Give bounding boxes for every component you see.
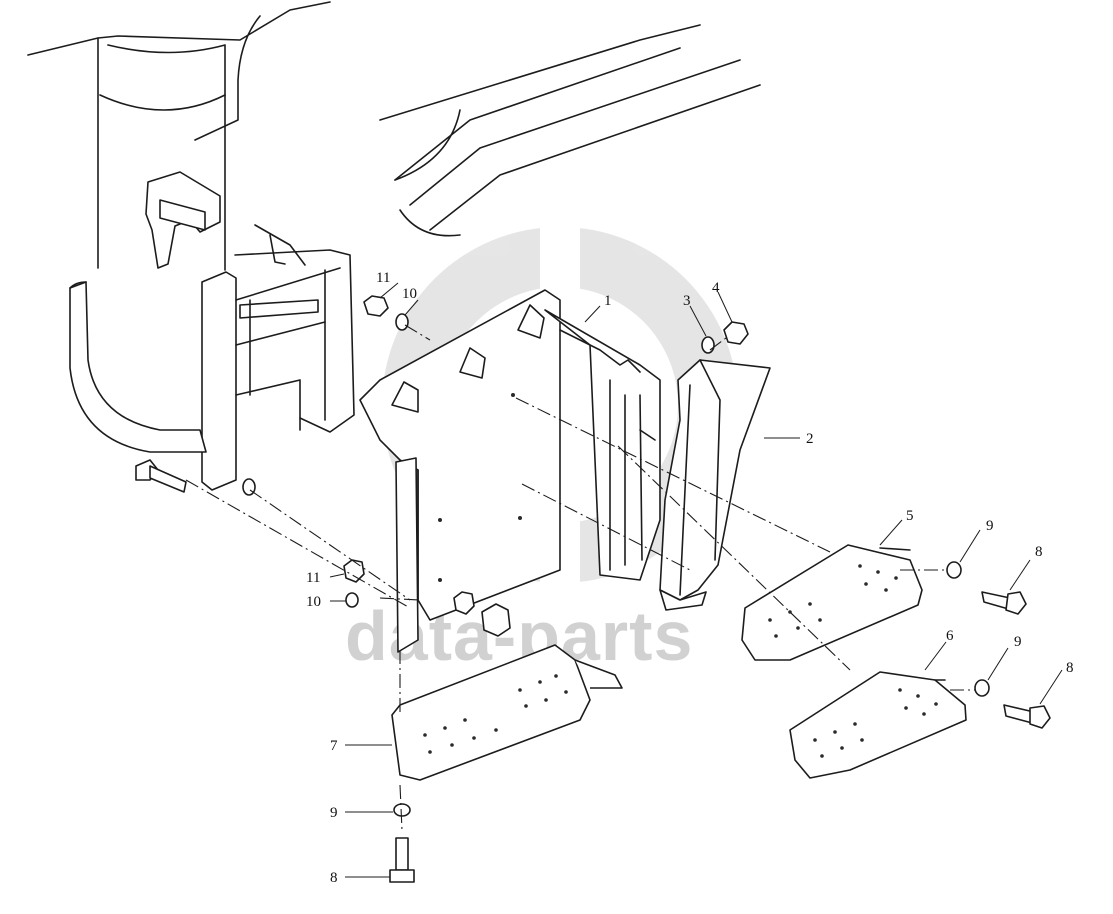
callout-10: 10 (402, 286, 417, 302)
callout-11: 11 (376, 270, 390, 286)
step-bracket-1 (359, 289, 661, 621)
hardware (343, 295, 1051, 883)
tread-pattern (423, 564, 938, 758)
center-lines (185, 324, 976, 831)
step-plate-7 (391, 644, 623, 781)
callout-9: 9 (330, 805, 338, 821)
callout-8: 8 (1066, 660, 1074, 676)
callout-7: 7 (330, 738, 338, 754)
callout-8: 8 (330, 870, 338, 886)
callout-9: 9 (1014, 634, 1022, 650)
mounting-bracket (145, 171, 355, 491)
callout-6: 6 (946, 628, 954, 644)
callout-3: 3 (683, 293, 691, 309)
step-plate-6 (789, 671, 967, 779)
callout-9: 9 (986, 518, 994, 534)
callout-4: 4 (712, 280, 720, 296)
callout-2: 2 (806, 431, 814, 447)
callout-labels: 11 10 1 3 4 2 5 9 8 6 9 8 11 10 7 9 8 (306, 270, 1074, 886)
vertical-post (395, 457, 419, 653)
step-plate-5 (741, 544, 923, 661)
callout-5: 5 (906, 508, 914, 524)
tractor-body (27, 1, 761, 271)
callout-1: 1 (604, 293, 612, 309)
grab-handle (69, 281, 207, 453)
leader-lines (329, 282, 1063, 878)
left-bolt (135, 459, 256, 496)
callout-8: 8 (1035, 544, 1043, 560)
callout-11: 11 (306, 570, 320, 586)
callout-10: 10 (306, 594, 321, 610)
